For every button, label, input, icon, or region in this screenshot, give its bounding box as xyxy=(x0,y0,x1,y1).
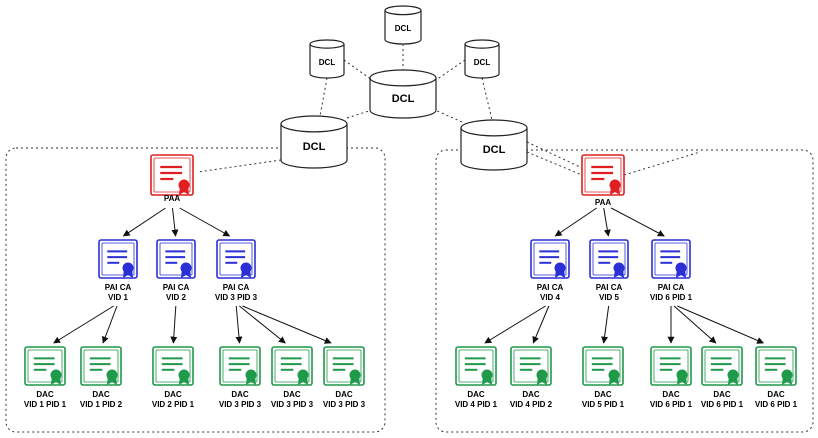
dcl-left-small-database-icon: DCL xyxy=(309,39,345,79)
pai-certificate-icon-2-1 xyxy=(530,239,570,279)
pai-2-3-label-line-1: PAI CA xyxy=(658,283,685,292)
dcl-center-label: DCL xyxy=(392,93,415,105)
dac-certificate-icon-1-5 xyxy=(271,346,313,386)
dcl-link-right-center xyxy=(434,109,463,123)
dcl-top-database-icon: DCL xyxy=(384,5,422,45)
dac-2-2-label-line-2: VID 4 PID 2 xyxy=(510,400,553,409)
pai-1-3-label-line-1: PAI CA xyxy=(223,283,250,292)
dac-1-2-label-line-2: VID 1 PID 2 xyxy=(80,400,123,409)
paa-certificate-icon-1 xyxy=(150,154,194,196)
dac-certificate-icon-2-5 xyxy=(701,346,743,386)
dac-2-3-label-line-2: VID 5 PID 1 xyxy=(582,400,625,409)
arrow-pai-to-dac-1-4 xyxy=(235,305,243,344)
arrow-pai-to-dac-1-2 xyxy=(101,305,118,344)
dac-2-1-label-line-2: VID 4 PID 1 xyxy=(455,400,498,409)
dac-1-4-label-line-1: DAC xyxy=(231,390,249,399)
dac-2-2-label-line-1: DAC xyxy=(522,390,540,399)
pai-1-1-label-line-2: VID 1 xyxy=(108,293,129,302)
dac-1-6-label-line-1: DAC xyxy=(335,390,353,399)
dcl-right-database-icon: DCL xyxy=(460,119,528,171)
arrow-pai-to-dac-1-3 xyxy=(170,305,178,344)
dac-2-5-label-line-2: VID 6 PID 1 xyxy=(701,400,744,409)
pai-2-1-label-line-1: PAI CA xyxy=(537,283,564,292)
arrow-pai-to-dac-1-1 xyxy=(53,305,114,344)
dac-certificate-icon-1-2 xyxy=(80,346,122,386)
dcl-link-left-center xyxy=(346,109,373,119)
dac-certificate-icon-1-4 xyxy=(219,346,261,386)
arrow-paa-to-pai-2-3 xyxy=(610,207,665,237)
dac-2-4-label-line-1: DAC xyxy=(662,390,680,399)
dac-1-6-label-line-2: VID 3 PID 3 xyxy=(323,400,366,409)
dcl-right-label: DCL xyxy=(483,144,506,156)
dac-1-5-label-line-2: VID 3 PID 3 xyxy=(271,400,314,409)
dcl-link-leftsmall-center xyxy=(343,59,373,81)
dac-1-1-label-line-2: VID 1 PID 1 xyxy=(24,400,67,409)
pai-1-2-label-line-1: PAI CA xyxy=(163,283,190,292)
dac-1-3-label-line-2: VID 2 PID 1 xyxy=(152,400,195,409)
arrow-pai-to-dac-1-6 xyxy=(242,305,332,344)
dac-certificate-icon-2-6 xyxy=(755,346,797,386)
arrow-paa-to-pai-1-3 xyxy=(179,207,231,237)
dcl-left-small-label: DCL xyxy=(319,58,336,67)
dcl-left-label: DCL xyxy=(303,141,326,153)
dcl-link-right-paa-out xyxy=(623,151,701,176)
arrow-pai-to-dac-2-3 xyxy=(601,305,610,344)
dac-1-5-label-line-1: DAC xyxy=(283,390,301,399)
dcl-left-database-icon: DCL xyxy=(280,115,348,169)
dac-1-1-label-line-1: DAC xyxy=(36,390,54,399)
pai-certificate-icon-2-2 xyxy=(589,239,629,279)
pai-2-3-label-line-2: VID 6 PID 1 xyxy=(650,293,693,302)
arrow-pai-to-dac-2-5 xyxy=(673,305,717,344)
dcl-link-rightsmall-center xyxy=(435,59,466,81)
group-boundary-1 xyxy=(5,147,386,433)
pai-2-2-label-line-2: VID 5 xyxy=(599,293,620,302)
arrow-pai-to-dac-2-2 xyxy=(532,305,550,344)
arrow-pai-to-dac-1-5 xyxy=(239,305,286,344)
dac-certificate-icon-1-1 xyxy=(24,346,66,386)
dcl-link-leftsmall-left xyxy=(319,77,328,117)
arrow-paa-to-pai-2-1 xyxy=(554,207,597,237)
dac-1-2-label-line-1: DAC xyxy=(92,390,110,399)
pai-certificate-icon-1-2 xyxy=(156,239,196,279)
paa-1-label-line-1: PAA xyxy=(164,194,181,203)
dac-certificate-icon-2-2 xyxy=(510,346,552,386)
dcl-right-small-database-icon: DCL xyxy=(464,39,500,79)
arrow-pai-to-dac-2-6 xyxy=(677,305,765,344)
arrow-pai-to-dac-2-1 xyxy=(484,305,546,344)
pai-1-1-label-line-1: PAI CA xyxy=(105,283,132,292)
pai-certificate-icon-2-3 xyxy=(651,239,691,279)
dac-certificate-icon-2-1 xyxy=(455,346,497,386)
paa-certificate-icon-2 xyxy=(581,154,625,196)
dac-1-4-label-line-2: VID 3 PID 3 xyxy=(219,400,262,409)
pai-1-2-label-line-2: VID 2 xyxy=(166,293,187,302)
dcl-link-left-paa xyxy=(197,159,282,173)
dac-certificate-icon-2-3 xyxy=(582,346,624,386)
dcl-link-right-paa-upper xyxy=(526,141,583,169)
pai-2-2-label-line-1: PAI CA xyxy=(596,283,623,292)
pai-certificate-icon-1-1 xyxy=(98,239,138,279)
dac-2-6-label-line-2: VID 6 PID 1 xyxy=(755,400,798,409)
pai-1-3-label-line-2: VID 3 PID 3 xyxy=(215,293,258,302)
arrow-paa-to-pai-1-2 xyxy=(171,207,179,237)
dac-certificate-icon-1-3 xyxy=(152,346,194,386)
dcl-center-database-icon: DCL xyxy=(369,69,437,119)
dac-1-3-label-line-1: DAC xyxy=(164,390,182,399)
dcl-link-rightsmall-right xyxy=(481,77,493,121)
dac-2-5-label-line-1: DAC xyxy=(713,390,731,399)
dac-2-6-label-line-1: DAC xyxy=(767,390,785,399)
pai-2-1-label-line-2: VID 4 xyxy=(540,293,561,302)
dac-2-4-label-line-2: VID 6 PID 1 xyxy=(650,400,693,409)
arrow-paa-to-pai-2-2 xyxy=(603,207,611,237)
dac-2-3-label-line-1: DAC xyxy=(594,390,612,399)
arrow-paa-to-pai-1-1 xyxy=(122,207,166,237)
paa-2-label-line-1: PAA xyxy=(595,198,612,207)
pai-certificate-icon-1-3 xyxy=(216,239,256,279)
dac-certificate-icon-2-4 xyxy=(650,346,692,386)
dac-2-1-label-line-1: DAC xyxy=(467,390,485,399)
dcl-top-label: DCL xyxy=(395,24,412,33)
dac-certificate-icon-1-6 xyxy=(323,346,365,386)
dcl-right-small-label: DCL xyxy=(474,58,491,67)
